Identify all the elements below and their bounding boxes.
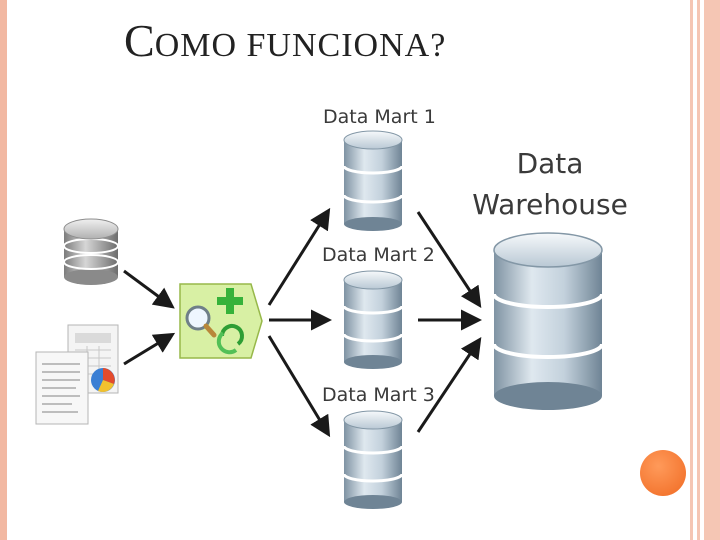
data-warehouse: Data Warehouse [472,147,628,410]
title-rest: OMO FUNCIONA? [154,27,447,64]
data-mart-1: Data Mart 1 [323,106,436,231]
data-mart-3-cylinder-icon [342,410,404,509]
data-mart-2-cylinder-icon [342,270,404,369]
data-mart-1-cylinder-icon [342,130,404,231]
data-mart-3: Data Mart 3 [322,384,435,509]
etl-process-icon [179,283,263,359]
data-mart-1-label: Data Mart 1 [323,106,436,128]
warehouse-cylinder-icon [492,232,604,410]
title-initial: C [124,15,155,66]
accent-circle [640,450,686,496]
left-border [0,0,7,540]
warehouse-label-line1: Data [517,147,584,180]
warehouse-label-line2: Warehouse [472,188,628,221]
slide-title: COMO FUNCIONA? [124,18,446,64]
data-mart-2: Data Mart 2 [322,244,435,369]
data-mart-2-label: Data Mart 2 [322,244,435,266]
source-documents-icon [35,324,119,425]
flow-arrows [123,207,482,438]
source-database-icon [63,218,119,285]
data-mart-3-label: Data Mart 3 [322,384,435,406]
right-border [690,0,720,540]
